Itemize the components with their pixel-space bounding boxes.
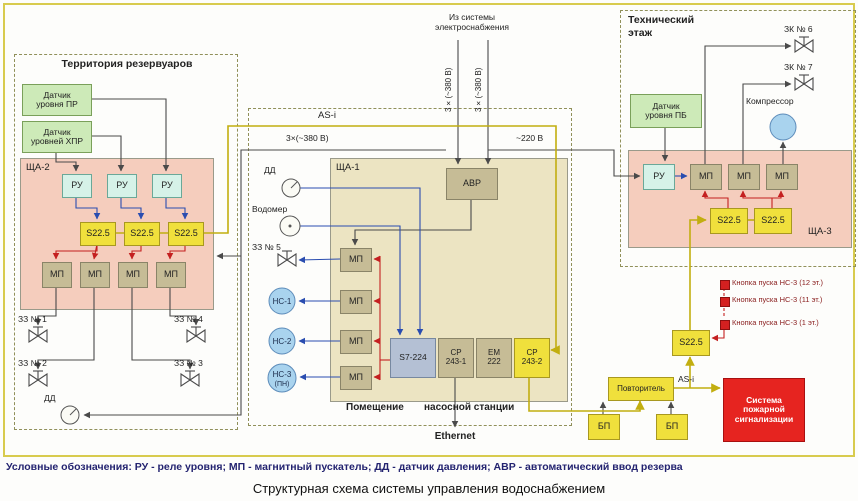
mp-starter-5: МП [340,248,372,272]
asi-bus-label-bottom: AS-i [678,374,695,384]
cp-243-2-box: СР 243-2 [514,338,550,378]
fire-system-box: Система пожарной сигнализации [723,378,805,442]
cp-243-1-box: СР 243-1 [438,338,474,378]
power-source-line2: электроснабжения [435,22,509,32]
cp-243-1-line1: СР [450,348,462,358]
mp-starter-10: МП [728,164,760,190]
em-222-line2: 222 [487,357,501,366]
dd-bottom-label: ДД [44,393,56,403]
ru-relay-2: РУ [107,174,137,198]
sensor-pb-line1: Датчик [652,100,680,111]
reservoir-area-title: Территория резервуаров [61,58,193,70]
room-label-line1: Помещение [346,402,404,413]
fire-button-11-icon [720,297,730,307]
valve-zk7-label: ЗК № 7 [784,62,813,72]
v380-vertical-label-2: 3×(~380 В) [474,67,483,112]
repeater-box: Повторитель [608,377,674,401]
ru-relay-4: РУ [643,164,675,190]
s225-module-4: S22.5 [710,208,748,234]
asi-bus-label-top: AS-i [318,110,336,121]
v380-horizontal-label: 3×(~380 В) [286,133,329,143]
compressor-label: Компрессор [746,96,794,106]
fire-button-11-label: Кнопка пуска НС-3 (11 эт.) [732,295,823,304]
sensor-pr-box: Датчик уровня ПР [22,84,92,116]
valve-zz2-label: ЗЗ № 2 [18,358,47,368]
valve-zz1-label: ЗЗ № 1 [18,314,47,324]
mp-starter-7: МП [340,330,372,354]
psu-2-box: БП [656,414,688,440]
fire-button-12-label: Кнопка пуска НС-3 (12 эт.) [732,278,823,287]
sensor-pr-line2: уровня ПР [36,99,78,109]
avr-box: АВР [446,168,498,200]
mp-starter-6: МП [340,290,372,314]
sensor-pb-box: Датчик уровня ПБ [630,94,702,128]
sensor-pr-line1: Датчик [43,89,71,100]
mp-starter-3: МП [118,262,148,288]
cp-243-1-line2: 243-1 [445,357,467,366]
s225-module-5: S22.5 [754,208,792,234]
s225-module-2: S22.5 [124,222,160,246]
fire-button-1-icon [720,320,730,330]
legend-text: Условные обозначения: РУ - реле уровня; … [6,461,683,473]
fire-system-line3: сигнализации [734,413,794,424]
cp-243-2-line2: 243-2 [521,357,543,366]
plc-s7-224-box: S7-224 [390,338,436,378]
tech-floor-box [620,10,856,267]
tech-floor-title-line1: Технический [628,14,695,26]
valve-zz4-label: ЗЗ № 4 [174,314,203,324]
panel-sha2-label: ЩА-2 [26,162,50,173]
sensor-hpr-line2: уровней ХПР [30,136,84,146]
mp-starter-11: МП [766,164,798,190]
s225-module-1: S22.5 [80,222,116,246]
sensor-pb-line2: уровня ПБ [645,110,687,120]
outer-frame [3,3,855,457]
s225-module-6: S22.5 [672,330,710,356]
power-source-label: Из системы электроснабжения [420,12,524,32]
fire-system-line2: пожарной [743,404,785,415]
mp-starter-8: МП [340,366,372,390]
fire-button-12-icon [720,280,730,290]
em-222-box: ЕМ 222 [476,338,512,378]
room-label-line2: насосной станции [424,402,515,413]
ru-relay-3: РУ [152,174,182,198]
valve-zk6-label: ЗК № 6 [784,24,813,34]
dd-mid-label: ДД [264,165,276,175]
fire-button-1-label: Кнопка пуска НС-3 (1 эт.) [732,318,819,327]
mp-starter-2: МП [80,262,110,288]
valve-zz3-label: ЗЗ № 3 [174,358,203,368]
ethernet-label: Ethernet [434,431,476,442]
diagram-title: Структурная схема системы управления вод… [252,481,606,496]
mp-starter-9: МП [690,164,722,190]
valve-zz5-label: ЗЗ № 5 [252,242,281,252]
mp-starter-4: МП [156,262,186,288]
sensor-hpr-box: Датчик уровней ХПР [22,121,92,153]
mp-starter-1: МП [42,262,72,288]
tech-floor-title: Технический этаж [628,14,718,39]
water-meter-label: Водомер [252,204,288,214]
power-source-line1: Из системы [448,12,496,22]
psu-1-box: БП [588,414,620,440]
sensor-hpr-line1: Датчик [43,126,71,137]
ru-relay-1: РУ [62,174,92,198]
fire-system-line1: Система [746,394,782,405]
em-222-line1: ЕМ [488,348,500,358]
tech-floor-title-line2: этаж [628,26,653,39]
panel-sha1-label: ЩА-1 [336,162,360,173]
v380-vertical-label-1: 3×(~380 В) [444,67,453,112]
v220-label: ~220 В [516,133,544,143]
panel-sha3-label: ЩА-3 [808,226,832,237]
cp-243-2-line1: СР [526,348,538,358]
s225-module-3: S22.5 [168,222,204,246]
